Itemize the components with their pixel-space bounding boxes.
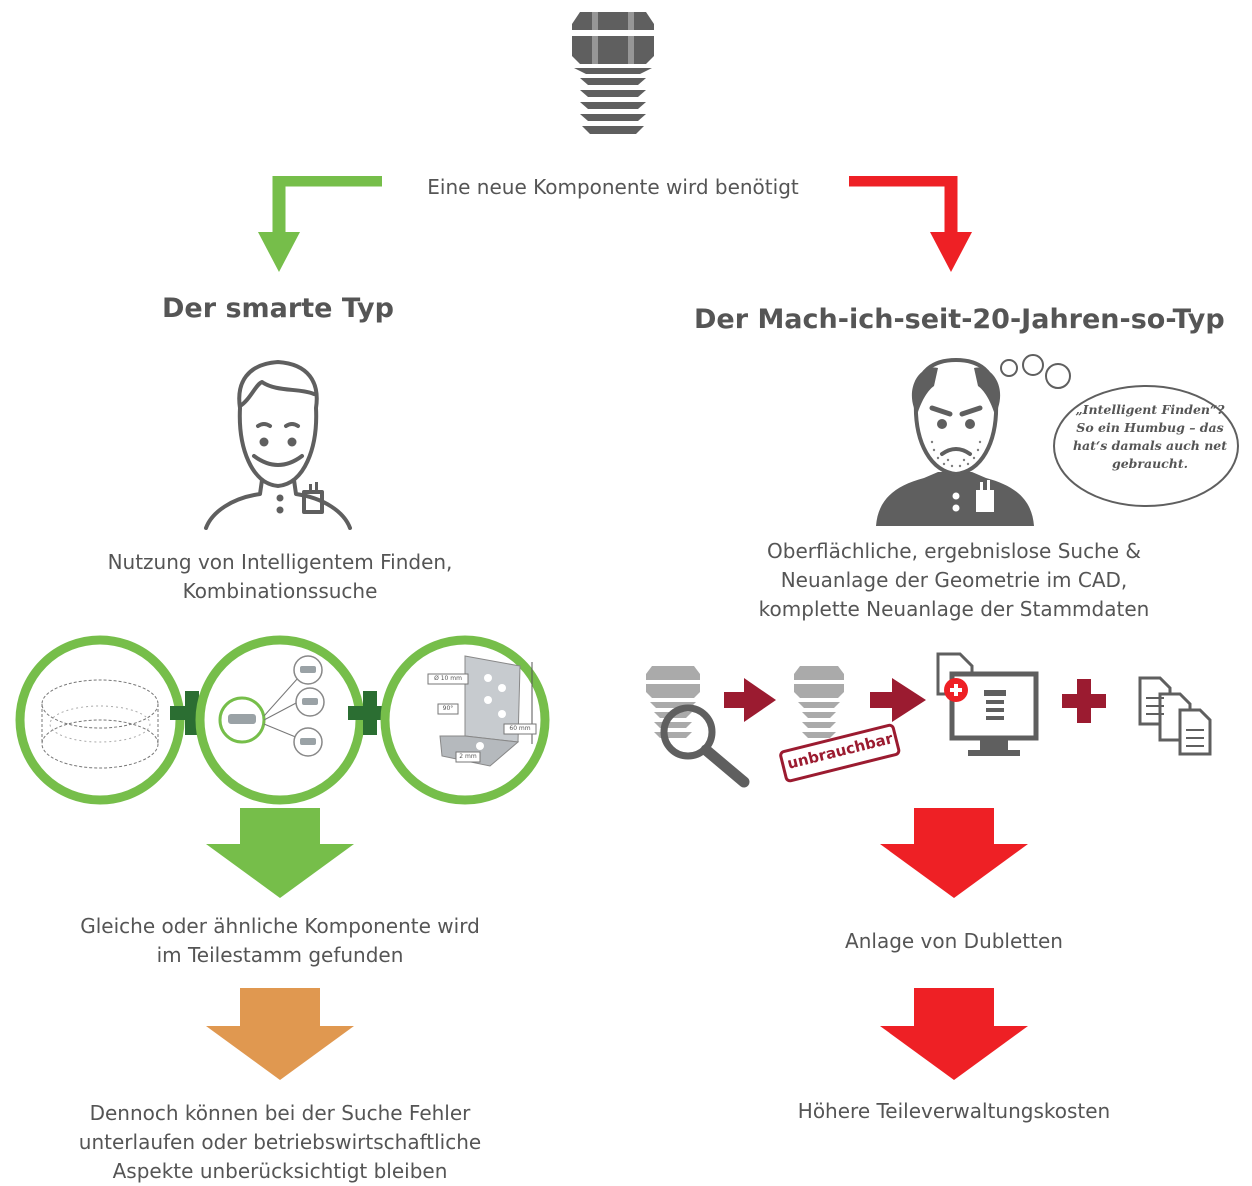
right-desc-line1: Oberflächliche, ergebnislose Suche & [767,539,1141,563]
start-label: Eine neue Komponente wird benötigt [427,175,799,199]
green-elbow-arrow [258,176,382,272]
oldschool-person-icon [876,357,1034,526]
cad-new-icon [936,652,1039,756]
smart-person-icon [204,360,352,530]
documents-copy-icon [1138,676,1212,756]
dim-label-1: Ø 10 mm [434,675,462,682]
thought-bubble [1000,354,1239,507]
orange-down-arrow [206,988,354,1080]
search-bolt-icon [646,666,750,788]
dim-label-2: 90° [442,705,454,712]
dim-label-4: 2 mm [459,753,477,760]
dark-red-arrow-1 [724,678,776,722]
unusable-stamp [779,723,901,783]
left-heading: Der smarte Typ [162,293,394,324]
right-result: Anlage von Dubletten [845,929,1063,953]
bolt-icon [572,12,654,134]
left-note-line3: Aspekte unberücksichtigt bleiben [112,1159,448,1183]
left-result-line2: im Teilestamm gefunden [156,943,404,967]
thought-line2: So ein Humbug – das [1076,420,1224,435]
red-down-arrow-2 [880,988,1028,1080]
attribute-search-circle [380,635,550,805]
left-result-line1: Gleiche oder ähnliche Komponente wird [80,914,480,938]
search-methods-group [15,635,550,805]
dim-label-3: 60 mm [509,725,531,732]
unusable-bolt-icon [794,666,844,738]
plus-icon-2 [348,691,392,735]
thought-line4: gebraucht. [1111,456,1189,471]
right-cost: Höhere Teileverwaltungskosten [797,1099,1111,1123]
right-desc-line2: Neuanlage der Geometrie im CAD, [780,568,1128,592]
left-desc-line1: Nutzung von Intelligentem Finden, [107,550,453,574]
thought-line3: hat‘s damals auch net [1072,438,1228,453]
dark-red-plus-icon [1062,679,1106,723]
process-row [646,652,1212,788]
green-down-arrow [206,808,354,898]
left-note-line2: unterlaufen oder betriebswirtschaftliche [78,1130,482,1154]
left-desc-line2: Kombinationssuche [182,579,378,603]
classification-circle [195,635,365,805]
dark-red-arrow-2 [870,678,926,722]
red-down-arrow-1 [880,808,1028,898]
right-desc-line3: komplette Neuanlage der Stammdaten [758,597,1150,621]
red-elbow-arrow [849,176,972,272]
left-note-line1: Dennoch können bei der Suche Fehler [89,1101,471,1125]
fulltext-search-circle [15,635,185,805]
thought-line1: „Intelligent Finden“? [1075,402,1225,417]
right-heading: Der Mach-ich-seit-20-Jahren-so-Typ [694,304,1225,335]
